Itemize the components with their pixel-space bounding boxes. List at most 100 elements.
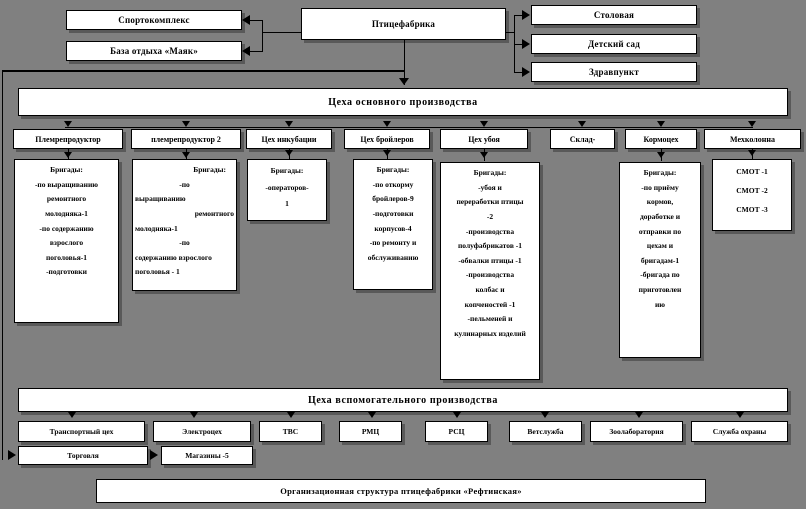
node-medical-post[interactable]: Здравпункт <box>531 62 697 82</box>
detail-line: -по <box>179 238 190 248</box>
node-enterprise-root[interactable]: Птицефабрика <box>301 8 506 40</box>
node-feed-shop[interactable]: Кормоцех <box>625 129 697 149</box>
node-label: Магазины -5 <box>185 451 229 460</box>
arrow-down-icon <box>383 150 391 156</box>
detail-line: кормов, <box>646 197 674 207</box>
connector-to-canteen <box>514 15 523 16</box>
node-label: Детский сад <box>588 39 640 49</box>
node-rmc[interactable]: РМЦ <box>339 421 402 442</box>
detail-breeding-reproducer-1[interactable]: Бригады: -по выращиванию ремонтного моло… <box>14 159 119 323</box>
node-incubation-shop[interactable]: Цех инкубации <box>246 129 332 149</box>
node-label: Ветслужба <box>527 427 564 436</box>
node-zoo-laboratory[interactable]: Зоолаборатория <box>590 421 683 442</box>
node-broiler-shop[interactable]: Цех бройлеров <box>344 129 430 149</box>
connector-to-recreation-base <box>250 51 263 52</box>
detail-mechanized-column[interactable]: СМОТ -1 СМОТ -2 СМОТ -3 <box>712 159 792 231</box>
arrow-down-icon <box>64 152 72 158</box>
node-label: племрепродуктор 2 <box>151 134 221 144</box>
detail-line: корпусов-4 <box>374 223 412 233</box>
node-warehouse[interactable]: Склад- <box>550 129 615 149</box>
connector-to-medical-post <box>514 72 523 73</box>
node-kindergarten[interactable]: Детский сад <box>531 34 697 54</box>
node-breeding-reproducer-1[interactable]: Племрепродуктор <box>13 129 123 149</box>
connector-root-to-right <box>506 32 515 33</box>
section-main-production[interactable]: Цеха основного производства <box>18 88 788 116</box>
arrow-down-icon <box>285 121 293 127</box>
node-label: База отдыха «Маяк» <box>110 46 198 56</box>
arrow-down-icon <box>736 412 744 418</box>
detail-line: отправки по <box>638 226 682 236</box>
node-recreation-base[interactable]: База отдыха «Маяк» <box>66 41 242 61</box>
section-label: Цеха основного производства <box>328 96 478 108</box>
detail-slaughter-shop[interactable]: Бригады: -убоя и переработки птицы -2 -п… <box>440 162 540 380</box>
connector-to-sport-complex <box>250 20 263 21</box>
caption-label: Организационная структура птицефабрики «… <box>280 486 522 496</box>
node-stores[interactable]: Магазины -5 <box>161 446 253 465</box>
detail-line: -убоя и <box>478 182 502 192</box>
detail-line: -по выращиванию <box>34 179 99 189</box>
detail-line: -по ремонту и <box>369 238 417 248</box>
node-trade[interactable]: Торговля <box>18 446 148 465</box>
detail-feed-shop[interactable]: Бригады: -по приёму кормов, доработке и … <box>619 162 701 358</box>
connector-main-dept-bus <box>65 127 753 128</box>
node-label: ТВС <box>282 427 299 436</box>
node-label: Цех убоя <box>468 134 500 144</box>
node-slaughter-shop[interactable]: Цех убоя <box>440 129 528 149</box>
connector-root-to-left <box>262 32 301 33</box>
node-veterinary-service[interactable]: Ветслужба <box>509 421 582 442</box>
arrow-down-icon <box>578 121 586 127</box>
arrow-down-icon <box>64 121 72 127</box>
detail-line: молодняка-1 <box>135 223 178 233</box>
detail-incubation-shop[interactable]: Бригады: -операторов- 1 <box>247 159 327 221</box>
detail-line: -производства <box>465 270 515 280</box>
node-breeding-reproducer-2[interactable]: племрепродуктор 2 <box>131 129 241 149</box>
node-canteen[interactable]: Столовая <box>531 5 697 25</box>
node-label: Цех инкубации <box>261 134 317 144</box>
detail-line: цехам и <box>646 241 674 251</box>
connector-left-rail <box>2 70 3 460</box>
section-label: Цеха вспомогательного производства <box>307 394 499 406</box>
node-sport-complex[interactable]: Спортокомплекс <box>66 10 242 30</box>
node-label: Транспортный цех <box>49 427 114 436</box>
arrow-down-icon <box>480 152 488 158</box>
arrow-down-icon <box>453 412 461 418</box>
detail-line: ию <box>654 299 666 309</box>
node-mechanized-column[interactable]: Мехколонна <box>704 129 801 149</box>
node-label: Кормоцех <box>643 134 679 144</box>
arrow-down-icon <box>748 150 756 156</box>
detail-broiler-shop[interactable]: Бригады: -по откорму бройлеров-9 -подгот… <box>353 159 433 290</box>
node-label: Птицефабрика <box>371 19 436 29</box>
node-security-service[interactable]: Служба охраны <box>691 421 788 442</box>
detail-line: поголовья - 1 <box>135 267 180 277</box>
detail-line: Бригады: <box>50 165 83 174</box>
detail-line: Бригады: <box>473 168 507 177</box>
detail-line: обслуживанию <box>367 252 419 262</box>
detail-breeding-reproducer-2[interactable]: Бригады: -по выращиванию ремонтного моло… <box>132 159 237 291</box>
node-electrical-shop[interactable]: Электроцех <box>153 421 251 442</box>
arrow-down-icon <box>541 412 549 418</box>
arrow-down-icon <box>368 412 376 418</box>
node-transport-shop[interactable]: Транспортный цех <box>18 421 145 442</box>
detail-line: молодняка-1 <box>45 208 88 218</box>
connector-right-trunk <box>514 15 515 72</box>
arrow-down-icon <box>285 150 293 156</box>
detail-line: выращиванию <box>135 194 186 204</box>
arrow-left-icon <box>242 15 250 25</box>
detail-line: бригадам-1 <box>640 255 680 265</box>
node-label: Спортокомплекс <box>118 15 190 25</box>
node-label: Цех бройлеров <box>360 134 414 144</box>
connector-main-bus <box>2 70 404 72</box>
node-rsc[interactable]: РСЦ <box>425 421 488 442</box>
detail-line: взрослого <box>49 238 84 248</box>
node-tvs[interactable]: ТВС <box>259 421 322 442</box>
arrow-right-icon <box>522 67 530 77</box>
detail-line: ремонтного <box>194 208 234 218</box>
detail-line: переработки птицы <box>456 197 524 207</box>
arrow-right-icon <box>150 450 158 460</box>
detail-line: Бригады: <box>193 165 226 174</box>
arrow-down-icon <box>480 121 488 127</box>
section-support-production[interactable]: Цеха вспомогательного производства <box>18 388 788 412</box>
detail-line: содержанию взрослого <box>135 252 212 262</box>
arrow-down-icon <box>287 412 295 418</box>
detail-line: Бригады: <box>270 166 304 175</box>
